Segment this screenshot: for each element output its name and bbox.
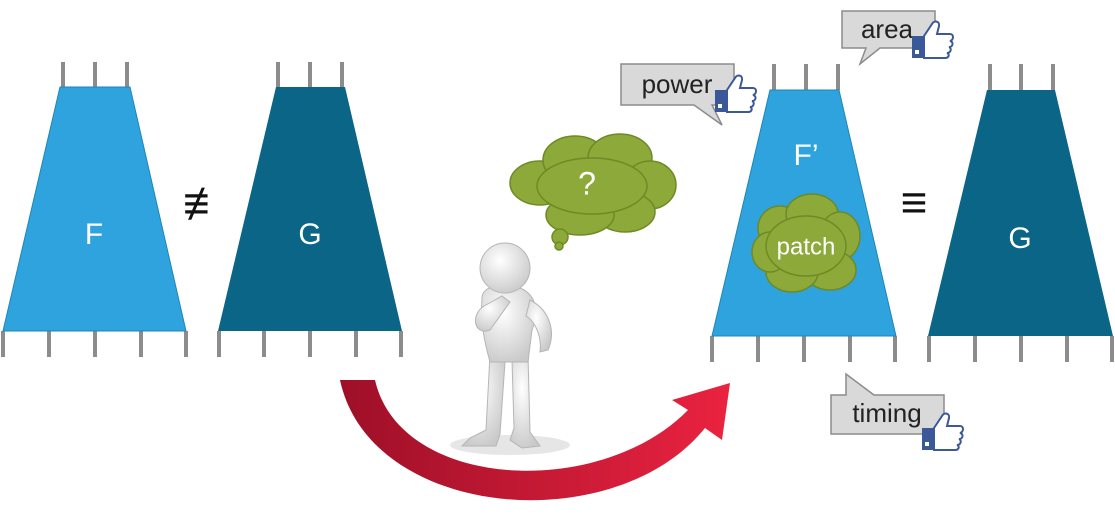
block-g-right-bottom-pins (927, 336, 1114, 362)
block-g-body (218, 87, 402, 331)
block-f-prime-bottom-pins (710, 336, 897, 362)
thumbs-up-icon (912, 20, 954, 59)
patch-cloud (751, 193, 861, 293)
not-equivalent-symbol: ≢ (183, 177, 229, 229)
callout-area-label: area (861, 14, 914, 44)
callout-timing-label: timing (852, 398, 921, 428)
block-g-right-body (928, 90, 1113, 336)
thumbs-up-icon (922, 412, 964, 451)
callout-power: power (620, 63, 757, 126)
block-g-right-top-pins (988, 64, 1055, 90)
callout-power-label: power (642, 69, 713, 99)
thought-question-mark: ? (578, 165, 596, 201)
callout-area: area (841, 10, 954, 67)
block-f-prime: F’ patch (710, 64, 897, 362)
block-f: F (1, 62, 188, 357)
block-g-right: G (927, 64, 1114, 362)
block-f-bottom-pins (1, 331, 188, 357)
block-f-label: F (85, 218, 103, 251)
block-g: G (217, 62, 403, 357)
block-f-prime-label: F’ (794, 139, 819, 172)
thinking-person-icon (450, 242, 570, 455)
block-g-bottom-pins (217, 331, 403, 357)
block-g-label: G (298, 218, 321, 251)
block-f-body (2, 86, 187, 332)
equivalent-symbol: ≡ (901, 176, 928, 228)
block-g-right-label: G (1008, 222, 1031, 255)
thumbs-up-icon (715, 74, 757, 113)
callout-timing: timing (830, 372, 964, 451)
block-f-prime-top-pins (772, 64, 840, 90)
transform-arrow (340, 380, 730, 501)
block-f-top-pins (61, 62, 129, 87)
patch-label: patch (777, 233, 836, 260)
thought-cloud: ? (509, 133, 677, 251)
block-g-top-pins (276, 62, 344, 87)
